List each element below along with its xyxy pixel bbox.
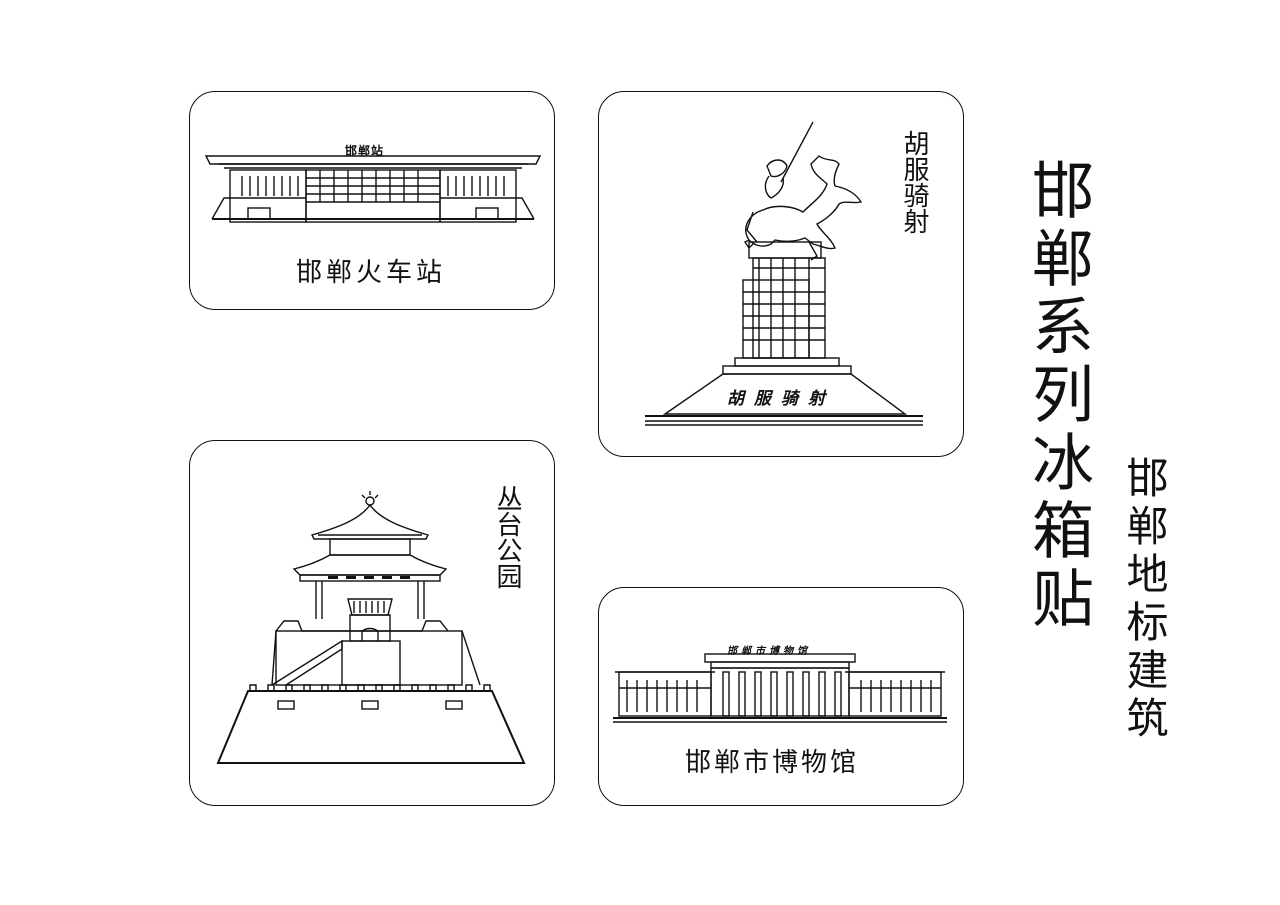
statue-label: 胡服骑射 [899,130,929,234]
museum-sign: 邯郸市博物馆 [727,646,811,657]
pavilion-tower-drawing [216,491,526,764]
card-railway-station[interactable]: 邯郸站 邯郸火车站 [189,91,555,310]
railway-station-drawing [204,155,542,223]
statue-plaque: 胡服骑射 [727,389,835,409]
museum-building-drawing [613,653,947,723]
card-handan-museum[interactable]: 邯郸市博物馆 邯郸市博物馆 [598,587,964,806]
museum-caption: 邯郸市博物馆 [685,748,860,778]
station-sign: 邯郸站 [345,144,385,158]
railway-station-caption: 邯郸火车站 [296,258,447,288]
page-subtitle: 邯郸地标建筑 [1120,456,1169,744]
horse-rider-statue-drawing [645,121,923,426]
page-title: 邯郸系列冰箱贴 [1021,158,1094,634]
card-hufu-qishe-statue[interactable]: 胡服骑射 胡服骑射 [598,91,964,457]
congtai-label: 丛台公园 [492,485,522,589]
card-congtai-park[interactable]: 丛台公园 [189,440,555,806]
